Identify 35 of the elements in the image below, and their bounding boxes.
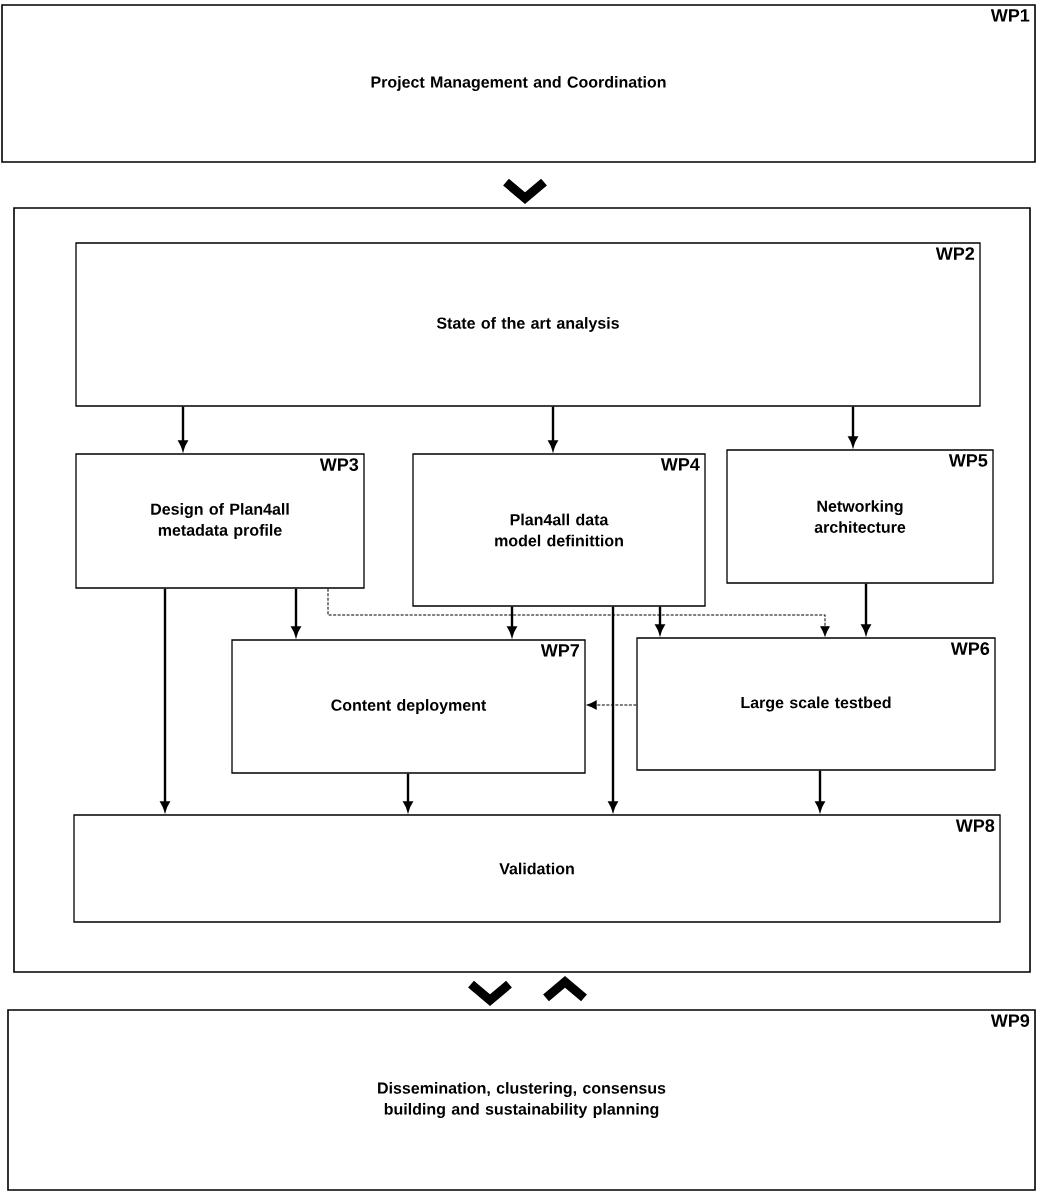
arrow — [178, 406, 188, 451]
box-title: Content deployment — [331, 699, 487, 714]
work-package-label: WP4 — [660, 458, 700, 471]
container-box — [13, 207, 1031, 973]
work-package-label: WP6 — [950, 642, 990, 655]
arrow — [861, 583, 871, 635]
box-title: Plan4all data model definittion — [495, 513, 623, 547]
work-package-label: WP3 — [319, 458, 359, 471]
work-package-label: WP9 — [990, 1014, 1030, 1027]
box-title: Large scale testbed — [741, 696, 891, 712]
arrow — [848, 406, 858, 447]
arrow — [655, 606, 665, 635]
box-title: Validation — [499, 862, 574, 875]
arrow — [608, 606, 618, 812]
arrow — [815, 770, 825, 812]
box-title: Dissemination, clustering, consensus building and sustainability planning — [378, 1082, 666, 1118]
work-package-label: WP2 — [935, 247, 975, 260]
chevron-arrow — [543, 976, 587, 1002]
box-title: State of the art analysis — [436, 317, 619, 332]
arrow — [403, 773, 413, 812]
box-title: Project Management and Coordination — [371, 76, 666, 91]
work-package-label: WP5 — [948, 454, 988, 467]
arrow — [291, 588, 301, 637]
box-title: Networking architecture — [814, 500, 906, 533]
arrow — [548, 406, 558, 451]
work-package-label: WP1 — [990, 9, 1030, 22]
arrow — [160, 588, 170, 812]
chevron-arrow — [468, 980, 512, 1006]
box-title: Design of Plan4all metadata profile — [151, 503, 289, 539]
arrow — [507, 606, 517, 637]
work-package-label: WP8 — [955, 819, 995, 832]
chevron-arrow — [503, 178, 547, 204]
arrow — [327, 588, 830, 637]
arrow — [586, 700, 637, 710]
work-package-label: WP7 — [540, 644, 579, 657]
